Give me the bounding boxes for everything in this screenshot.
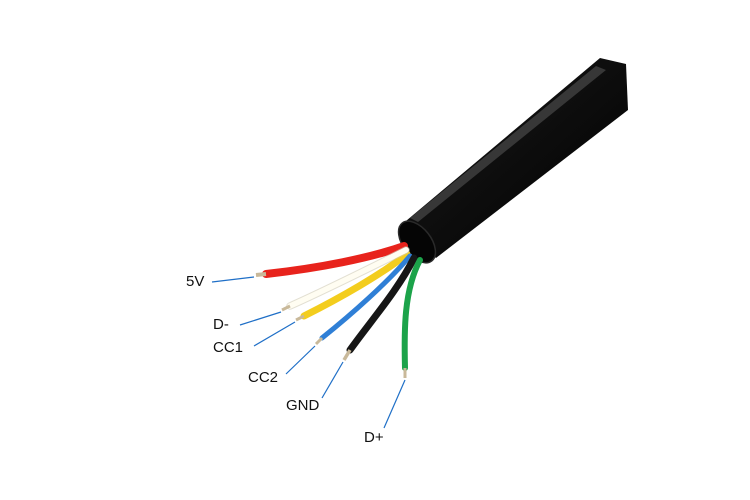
wire-cc1: [300, 250, 411, 320]
label-cc1: CC1: [213, 339, 244, 356]
label-gnd: GND: [286, 397, 320, 414]
tip-gnd: [342, 349, 352, 361]
cable-highlight: [410, 66, 606, 222]
label-dp: D+: [364, 429, 384, 446]
tip-5v: [255, 272, 267, 277]
leader-dp: [383, 379, 406, 429]
copper-tips: [255, 272, 407, 378]
tip-dm: [281, 304, 291, 312]
cable-jacket: [400, 58, 628, 258]
wire-dp: [401, 257, 423, 371]
leader-cc1: [253, 321, 296, 347]
leader-dm: [239, 311, 282, 326]
tip-cc2: [314, 336, 324, 346]
wire-cc2: [319, 253, 413, 341]
leader-5v: [211, 276, 255, 283]
label-5v: 5V: [186, 273, 205, 290]
leader-gnd: [321, 361, 344, 399]
wire-5v: [262, 242, 408, 278]
tip-cc1: [295, 314, 305, 322]
label-dm: D-: [213, 316, 229, 333]
wire-gnd: [346, 254, 418, 354]
label-cc2: CC2: [248, 369, 279, 386]
leader-cc2: [285, 345, 316, 375]
